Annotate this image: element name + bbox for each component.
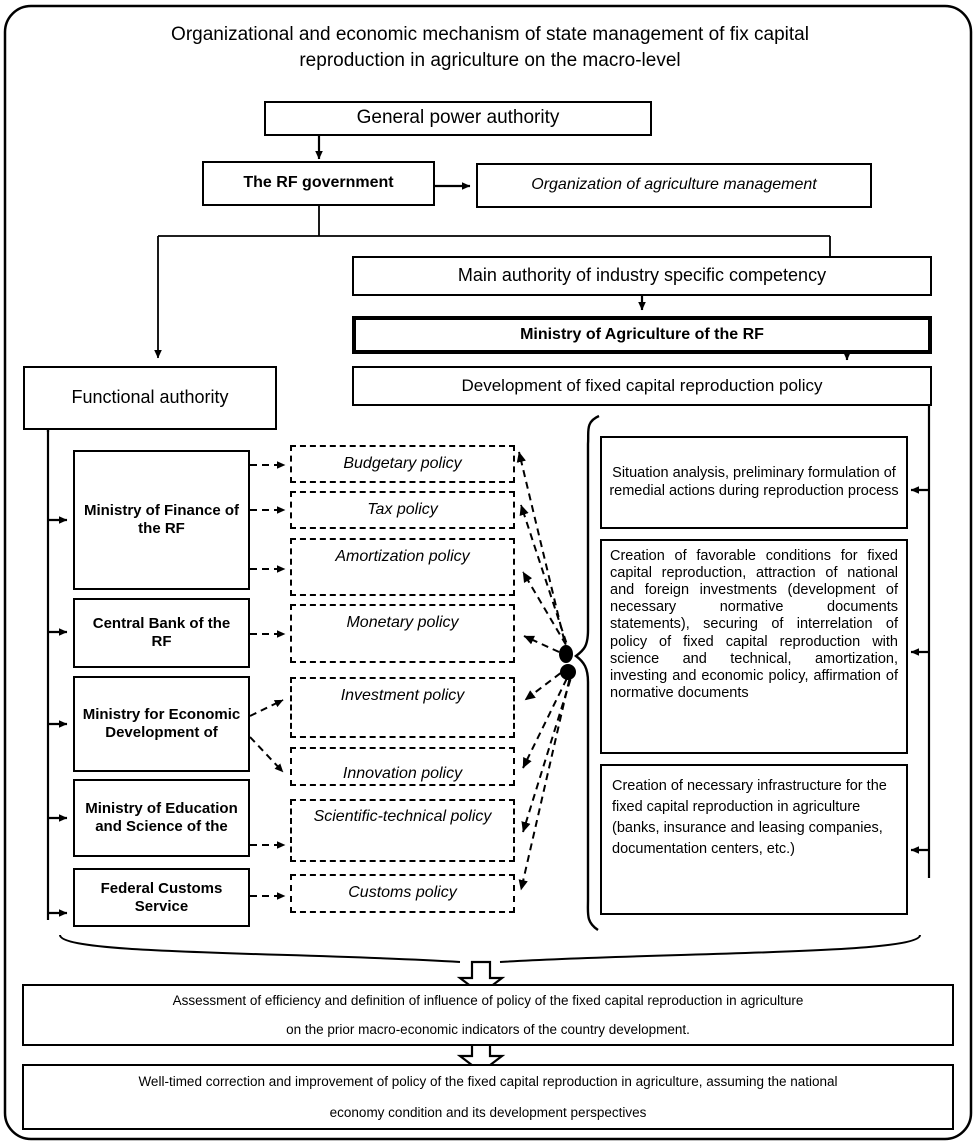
title-line-1: Organizational and economic mechanism of… <box>171 24 809 45</box>
authority-label: Ministry of Education and Science of the <box>85 800 238 835</box>
title-line-2: reproduction in agriculture on the macro… <box>299 49 681 71</box>
box-policy-innovation[interactable]: Innovation policy <box>290 747 515 786</box>
organization-of-agriculture-management-label: Organization of agriculture management <box>531 176 817 194</box>
box-policy-investment[interactable]: Investment policy <box>290 677 515 738</box>
rf-government-label: The RF government <box>243 174 394 192</box>
correction-line-2: economy condition and its development pe… <box>329 1104 647 1120</box>
box-rf-government[interactable]: The RF government <box>202 161 435 206</box>
box-organization-of-agriculture-management[interactable]: Organization of agriculture management <box>476 163 872 208</box>
authority-label: Ministry for Economic Development of <box>82 706 241 741</box>
assessment-line-1: Assessment of efficiency and definition … <box>172 992 804 1008</box>
box-correction[interactable]: Well-timed correction and improvement of… <box>22 1064 954 1130</box>
box-authority-ministry-of-finance[interactable]: Ministry of Finance of the RF <box>73 450 250 590</box>
box-functional-authority[interactable]: Functional authority <box>23 366 277 430</box>
assessment-line-2: on the prior macro-economic indicators o… <box>286 1021 690 1037</box>
outcome-label: Situation analysis, preliminary formulat… <box>609 465 899 499</box>
general-power-authority-label: General power authority <box>356 107 560 129</box>
box-policy-scientific-technical[interactable]: Scientific-technical policy <box>290 799 515 862</box>
outcome-label: Creation of necessary infrastructure for… <box>612 778 887 858</box>
policy-label: Tax policy <box>367 500 438 518</box>
correction-line-1: Well-timed correction and improvement of… <box>138 1073 838 1089</box>
box-policy-budgetary[interactable]: Budgetary policy <box>290 445 515 483</box>
policy-label: Monetary policy <box>346 614 459 631</box>
box-authority-ministry-education-science[interactable]: Ministry of Education and Science of the <box>73 779 250 857</box>
box-authority-federal-customs-service[interactable]: Federal Customs Service <box>73 868 250 927</box>
box-policy-customs[interactable]: Customs policy <box>290 874 515 913</box>
box-outcome-necessary-infrastructure[interactable]: Creation of necessary infrastructure for… <box>600 764 908 915</box>
box-policy-monetary[interactable]: Monetary policy <box>290 604 515 663</box>
authority-label: Central Bank of the RF <box>92 615 231 650</box>
box-ministry-of-agriculture[interactable]: Ministry of Agriculture of the RF <box>352 316 932 354</box>
box-policy-tax[interactable]: Tax policy <box>290 491 515 529</box>
diagram-title: Organizational and economic mechanism of… <box>70 22 910 73</box>
box-authority-central-bank[interactable]: Central Bank of the RF <box>73 598 250 668</box>
authority-label: Ministry of Finance of the RF <box>83 502 239 537</box>
policy-label: Innovation policy <box>342 765 463 783</box>
policy-label: Scientific-technical policy <box>313 808 492 825</box>
policy-label: Investment policy <box>340 687 465 704</box>
policy-label: Amortization policy <box>335 548 470 565</box>
development-policy-label: Development of fixed capital reproductio… <box>461 375 823 395</box>
box-outcome-favorable-conditions[interactable]: Creation of favorable conditions for fix… <box>600 539 908 754</box>
box-general-power-authority[interactable]: General power authority <box>264 101 652 136</box>
box-main-authority[interactable]: Main authority of industry specific comp… <box>352 256 932 296</box>
outcome-label: Creation of favorable conditions for fix… <box>610 548 898 701</box>
box-assessment[interactable]: Assessment of efficiency and definition … <box>22 984 954 1046</box>
box-development-policy[interactable]: Development of fixed capital reproductio… <box>352 366 932 406</box>
policy-label: Customs policy <box>348 884 457 902</box>
main-authority-label: Main authority of industry specific comp… <box>457 265 827 286</box>
authority-label: Federal Customs Service <box>100 879 223 915</box>
ministry-of-agriculture-label: Ministry of Agriculture of the RF <box>520 325 764 343</box>
box-policy-amortization[interactable]: Amortization policy <box>290 538 515 596</box>
box-authority-ministry-economic-development[interactable]: Ministry for Economic Development of <box>73 676 250 772</box>
outcome-brace <box>574 414 600 931</box>
functional-authority-label: Functional authority <box>71 387 229 408</box>
policy-label: Budgetary policy <box>343 454 462 472</box>
box-outcome-situation-analysis[interactable]: Situation analysis, preliminary formulat… <box>600 436 908 529</box>
